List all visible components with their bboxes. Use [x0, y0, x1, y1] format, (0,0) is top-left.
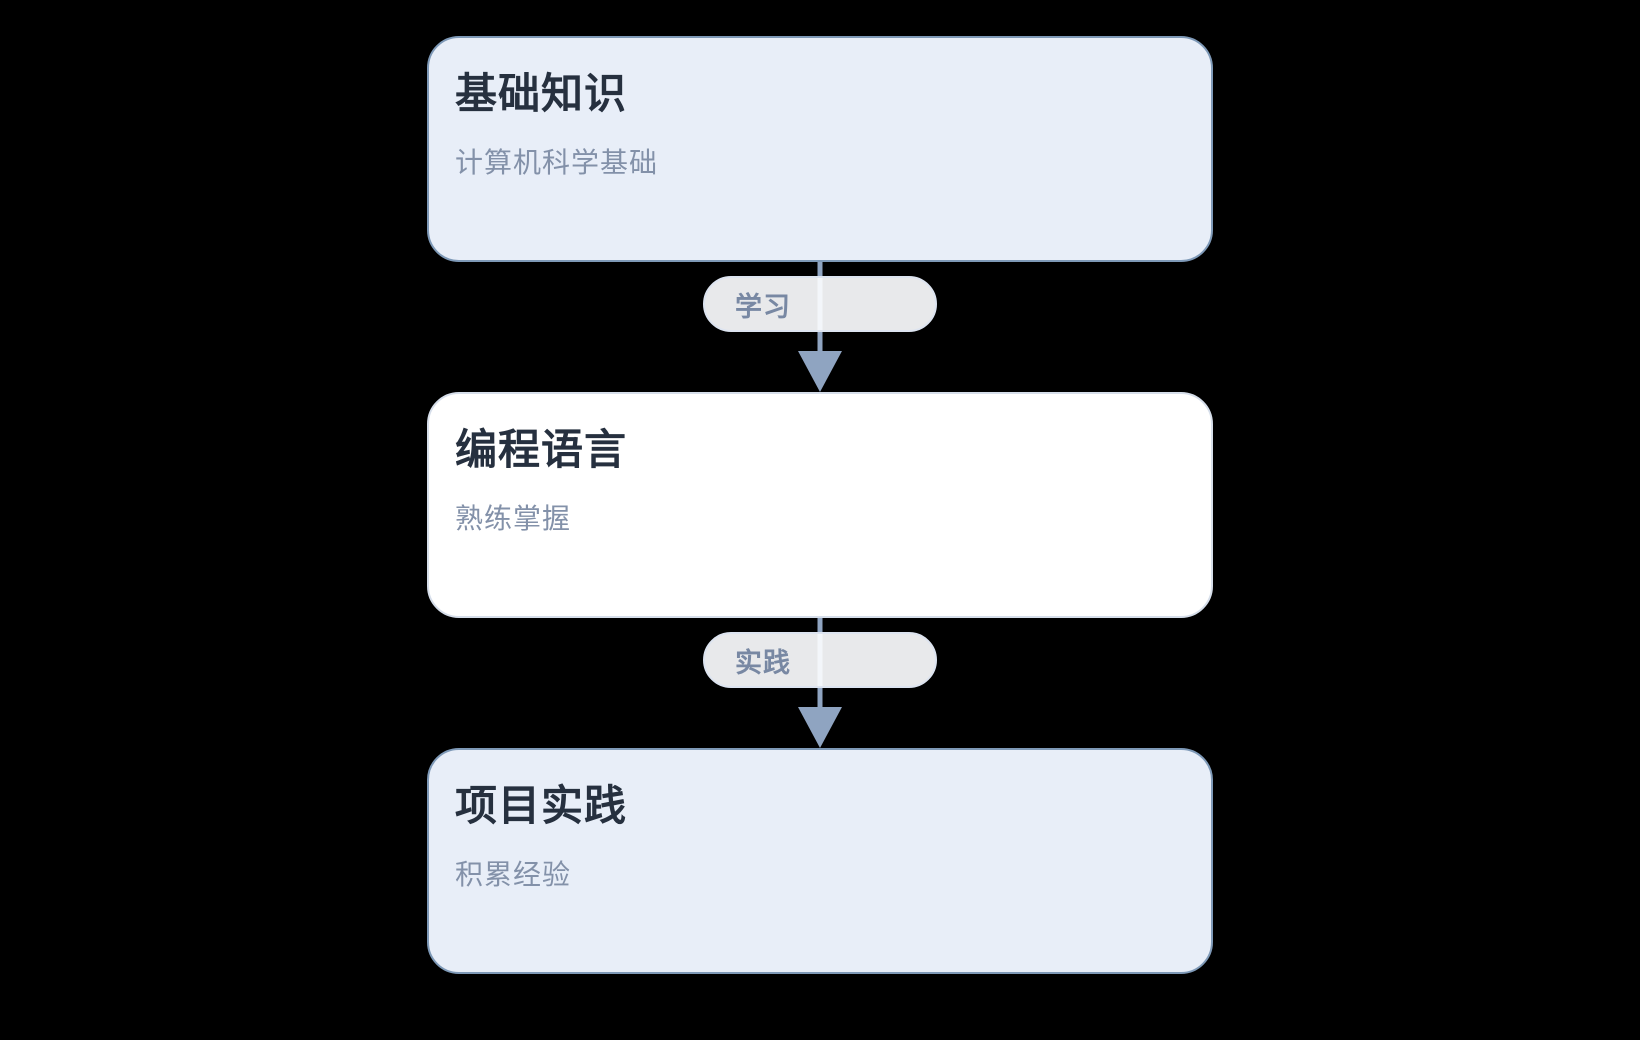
node-title: 基础知识: [455, 70, 628, 117]
node-subtitle: 积累经验: [455, 858, 572, 890]
node-subtitle: 熟练掌握: [455, 502, 572, 534]
edge-foundations-to-programming: 学习: [427, 262, 1213, 392]
edge-label: 实践: [703, 632, 937, 688]
node-subtitle: 计算机科学基础: [455, 146, 659, 178]
node-title: 编程语言: [455, 426, 628, 473]
node-title: 项目实践: [455, 782, 628, 829]
arrowhead-down-icon: [798, 351, 842, 392]
edge-label-text: 学习: [735, 291, 791, 322]
edge-label-text: 实践: [735, 647, 791, 678]
node-project-practice: 项目实践 积累经验: [427, 748, 1213, 974]
node-programming-language: 编程语言 熟练掌握: [427, 392, 1213, 618]
flowchart: 基础知识 计算机科学基础 学习 编程语言 熟练掌握 实践 项目实践: [427, 36, 1213, 974]
node-foundations: 基础知识 计算机科学基础: [427, 36, 1213, 262]
edge-label: 学习: [703, 276, 937, 332]
edge-programming-to-practice: 实践: [427, 618, 1213, 748]
arrowhead-down-icon: [798, 707, 842, 748]
